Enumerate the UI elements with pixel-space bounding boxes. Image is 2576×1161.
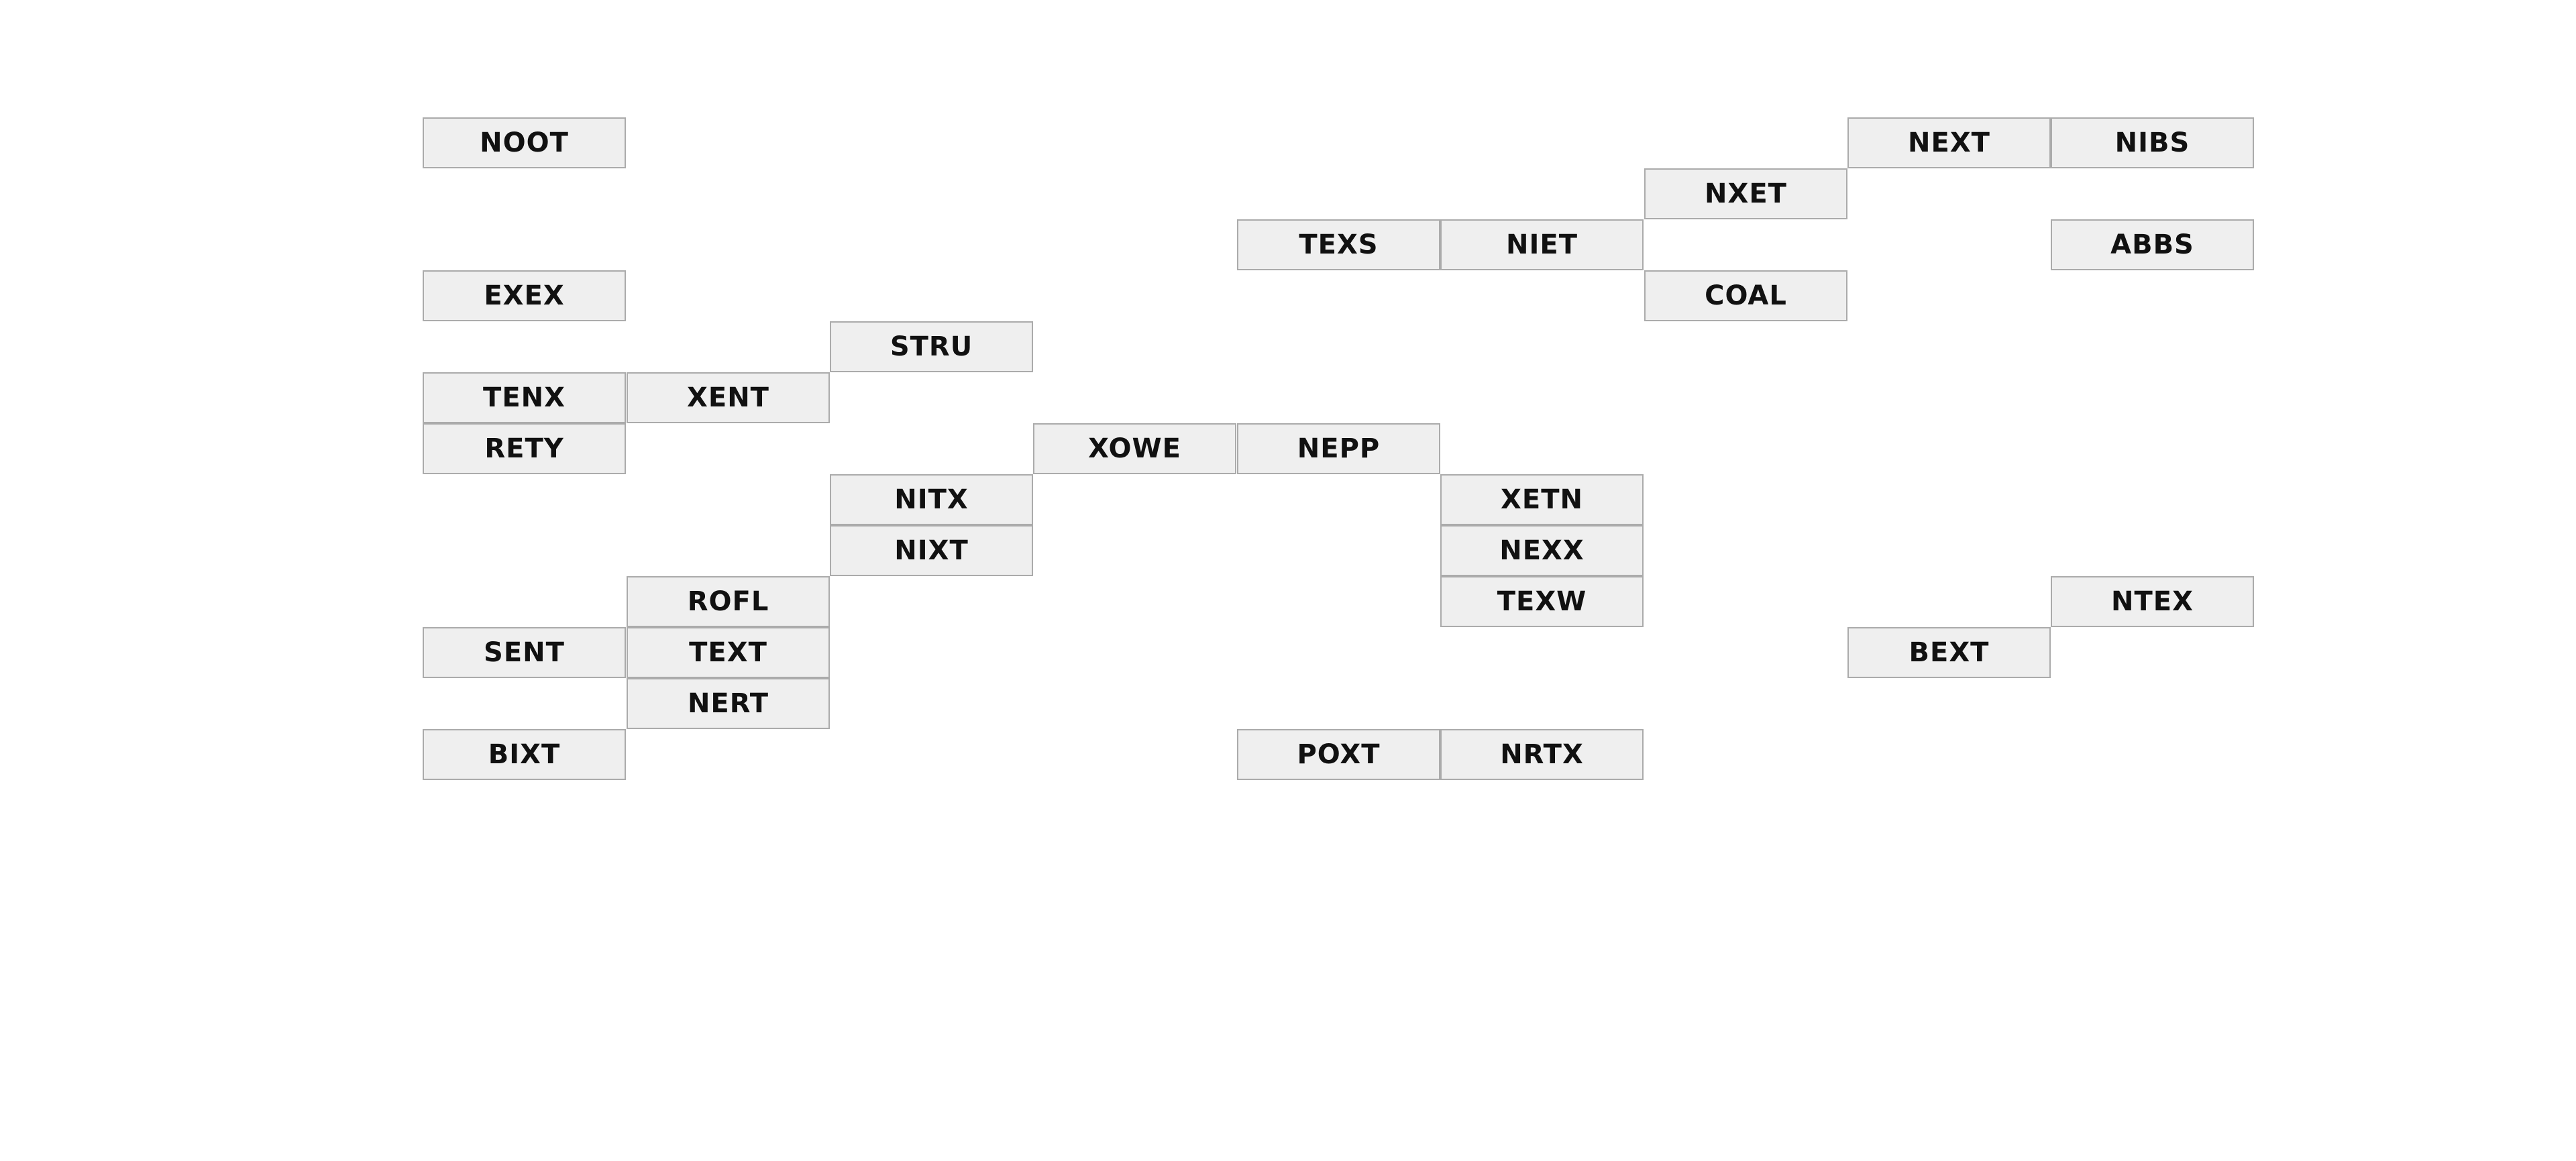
tile-nxet[interactable]: NXET <box>1644 168 1847 219</box>
tile-label: COAL <box>1705 280 1787 311</box>
tile-xowe[interactable]: XOWE <box>1033 423 1236 474</box>
tile-label: ROFL <box>687 586 769 617</box>
tile-stru[interactable]: STRU <box>830 321 1033 372</box>
tile-nibs[interactable]: NIBS <box>2051 117 2254 168</box>
tile-nixt[interactable]: NIXT <box>830 525 1033 576</box>
tile-label: NTEX <box>2111 586 2194 617</box>
tile-label: TEXW <box>1497 586 1587 617</box>
tile-label: RETY <box>484 433 564 464</box>
tile-label: POXT <box>1297 739 1381 770</box>
tile-text[interactable]: TEXT <box>627 627 830 678</box>
tile-sent[interactable]: SENT <box>423 627 626 678</box>
tile-label: XENT <box>687 382 769 413</box>
tile-label: NERT <box>687 688 769 719</box>
tile-label: NOOT <box>480 127 569 158</box>
tile-texs[interactable]: TEXS <box>1237 219 1440 270</box>
tile-abbs[interactable]: ABBS <box>2051 219 2254 270</box>
tile-label: TENX <box>483 382 566 413</box>
tile-label: NEXX <box>1499 535 1585 566</box>
tile-label: STRU <box>890 331 973 362</box>
tile-label: EXEX <box>484 280 565 311</box>
tile-noot[interactable]: NOOT <box>423 117 626 168</box>
tile-label: ABBS <box>2110 229 2194 260</box>
tile-ntex[interactable]: NTEX <box>2051 576 2254 627</box>
tile-label: NITX <box>894 484 969 515</box>
tile-label: XOWE <box>1088 433 1181 464</box>
tile-nert[interactable]: NERT <box>627 678 830 729</box>
tile-rety[interactable]: RETY <box>423 423 626 474</box>
tile-nexx[interactable]: NEXX <box>1440 525 1644 576</box>
tile-xetn[interactable]: XETN <box>1440 474 1644 525</box>
tile-tenx[interactable]: TENX <box>423 372 626 423</box>
tile-poxt[interactable]: POXT <box>1237 729 1440 780</box>
tile-label: TEXT <box>689 637 767 668</box>
tile-bext[interactable]: BEXT <box>1847 627 2051 678</box>
tile-exex[interactable]: EXEX <box>423 270 626 321</box>
tile-label: NEPP <box>1297 433 1381 464</box>
tile-label: NIBS <box>2114 127 2190 158</box>
tile-label: NXET <box>1705 178 1787 209</box>
tile-label: BIXT <box>488 739 561 770</box>
tile-coal[interactable]: COAL <box>1644 270 1847 321</box>
tile-label: NIXT <box>894 535 969 566</box>
tile-label: NEXT <box>1908 127 1990 158</box>
tile-xent[interactable]: XENT <box>627 372 830 423</box>
tile-nrtx[interactable]: NRTX <box>1440 729 1644 780</box>
tile-label: TEXS <box>1299 229 1379 260</box>
tile-niet[interactable]: NIET <box>1440 219 1644 270</box>
tile-nepp[interactable]: NEPP <box>1237 423 1440 474</box>
tile-nitx[interactable]: NITX <box>830 474 1033 525</box>
tile-rofl[interactable]: ROFL <box>627 576 830 627</box>
tile-bixt[interactable]: BIXT <box>423 729 626 780</box>
tile-label: NRTX <box>1500 739 1584 770</box>
tile-next[interactable]: NEXT <box>1847 117 2051 168</box>
tile-label: XETN <box>1501 484 1583 515</box>
tile-label: NIET <box>1506 229 1578 260</box>
tile-label: SENT <box>484 637 565 668</box>
tile-texw[interactable]: TEXW <box>1440 576 1644 627</box>
tile-label: BEXT <box>1909 637 1990 668</box>
